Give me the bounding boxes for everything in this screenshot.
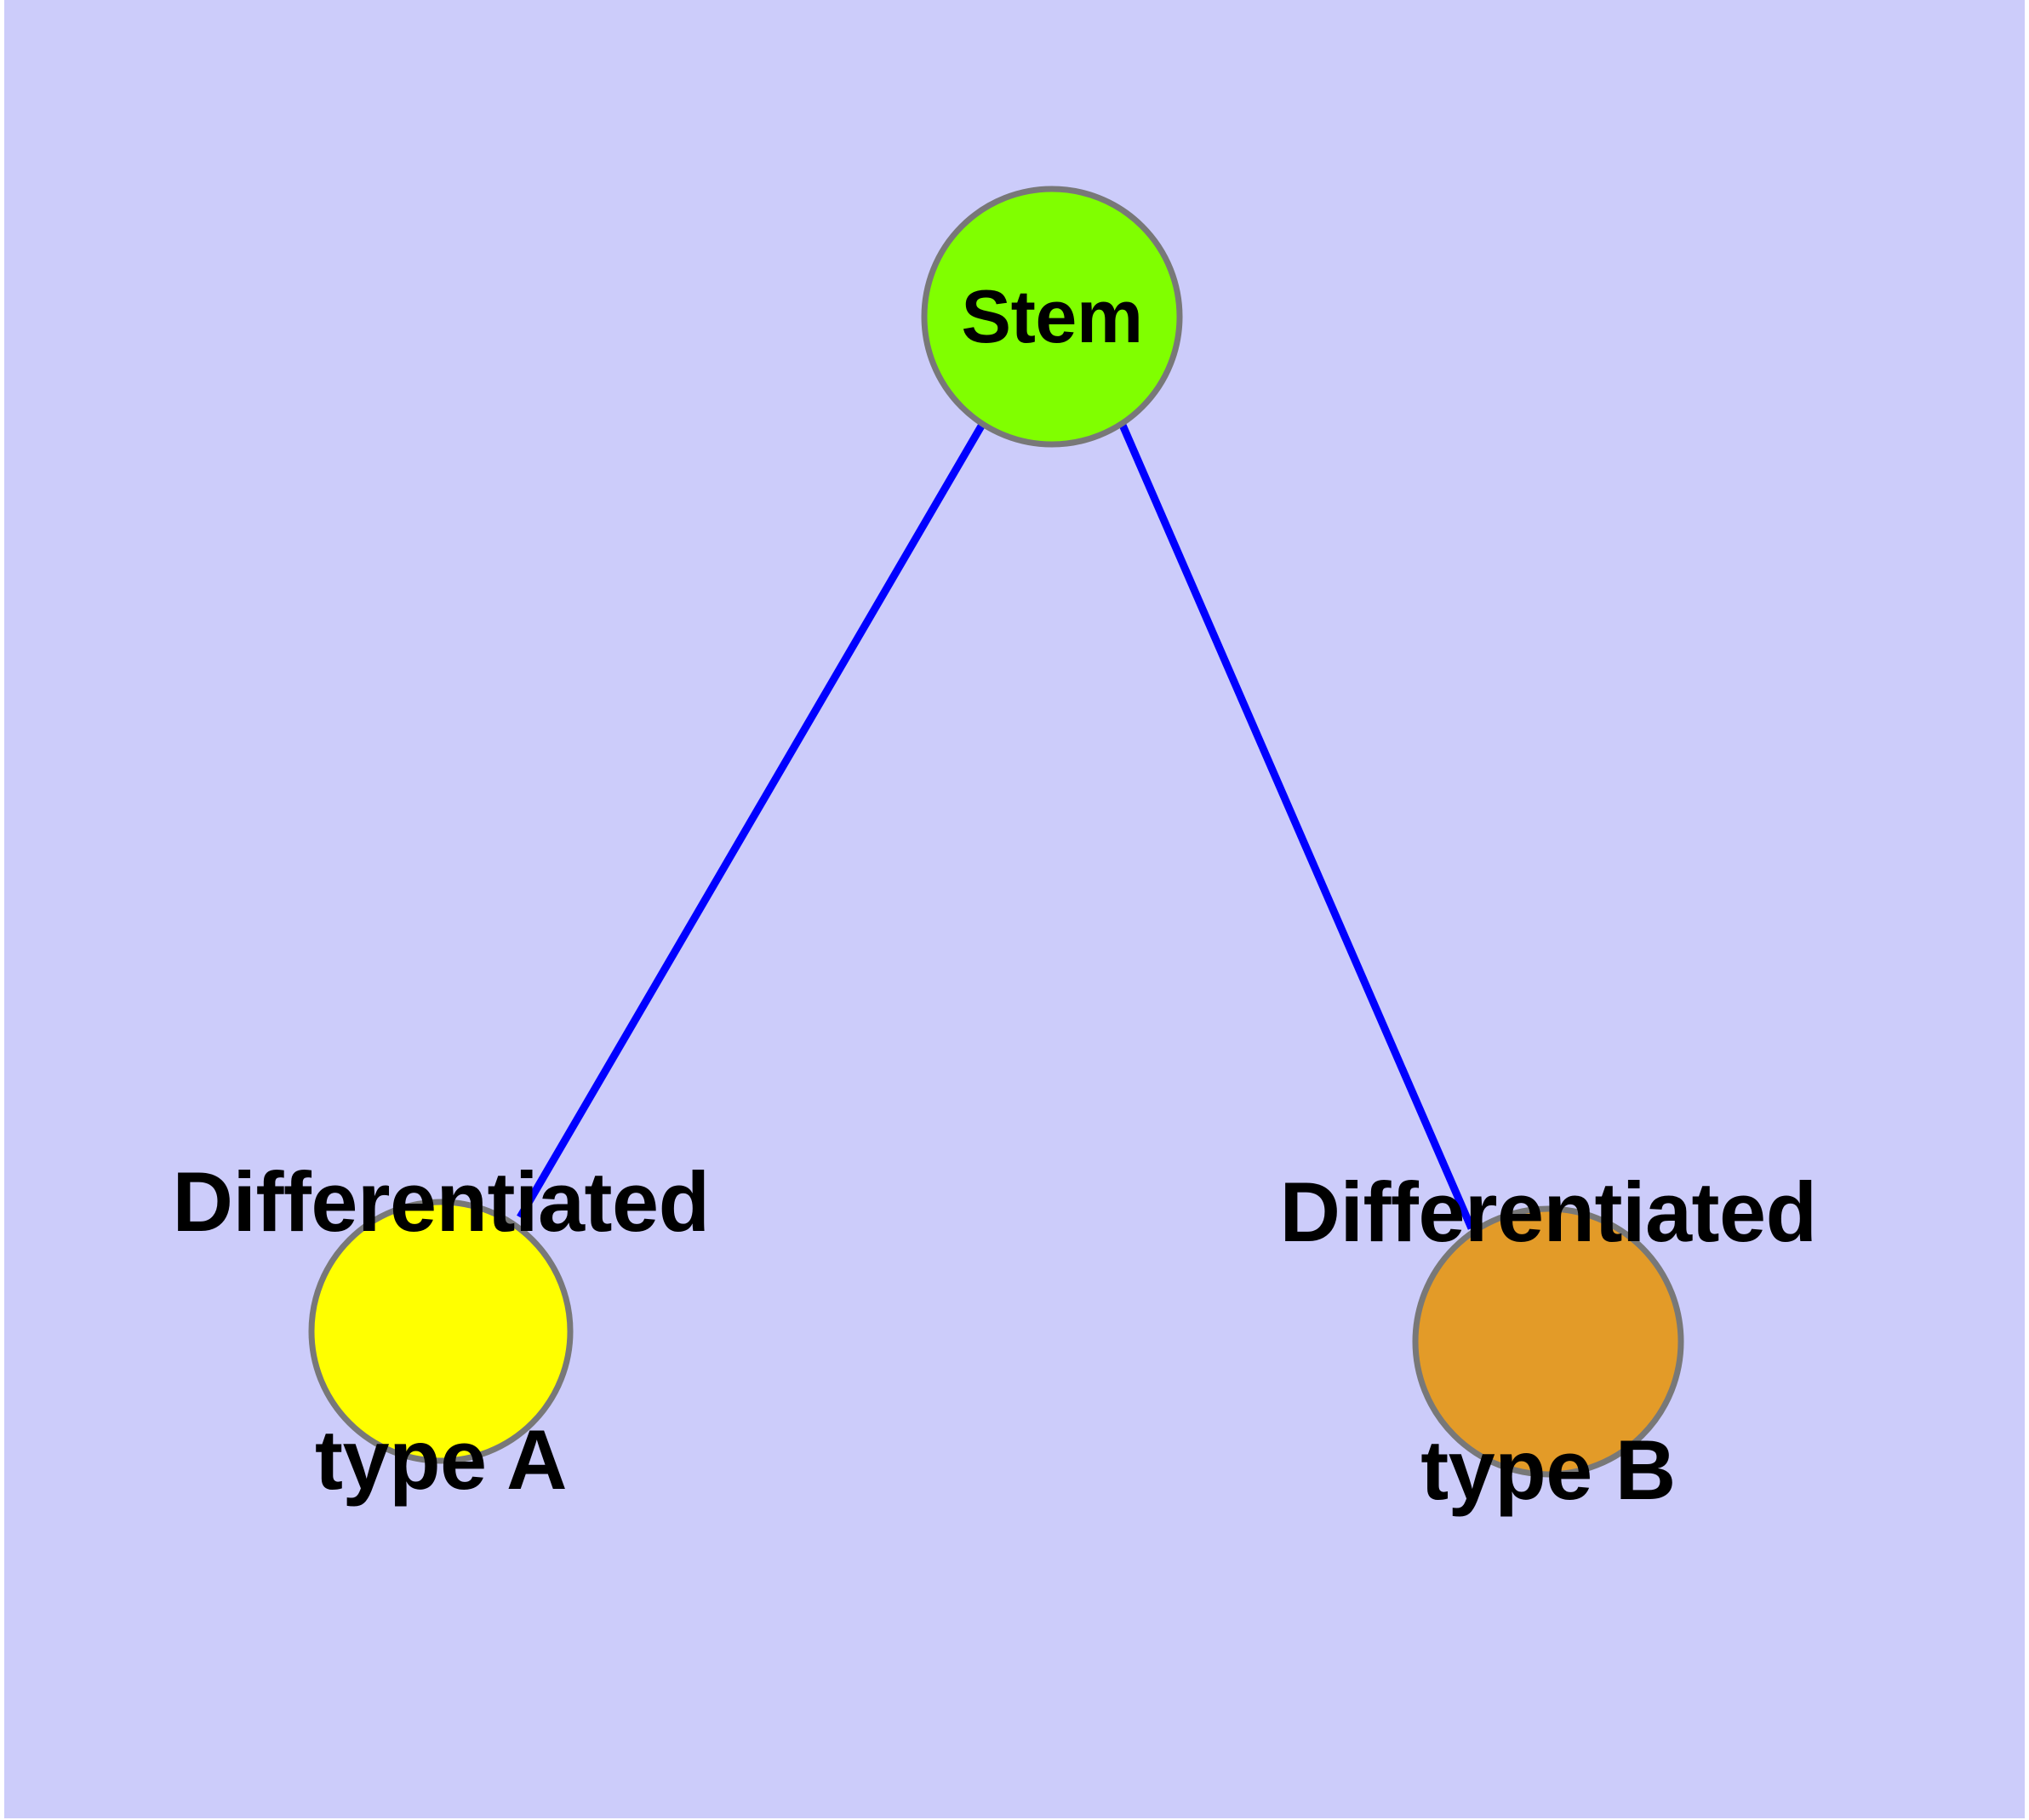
node-layer (308, 186, 1684, 1478)
edge-stem-to-diff-b[interactable] (1117, 421, 1476, 1230)
node-diff-b-circle[interactable] (1412, 1205, 1684, 1478)
edge-layer (517, 421, 1476, 1230)
edge-stem-to-diff-a[interactable] (517, 421, 986, 1220)
node-diff-a-circle[interactable] (308, 1199, 574, 1464)
node-stem-circle[interactable] (921, 186, 1183, 448)
